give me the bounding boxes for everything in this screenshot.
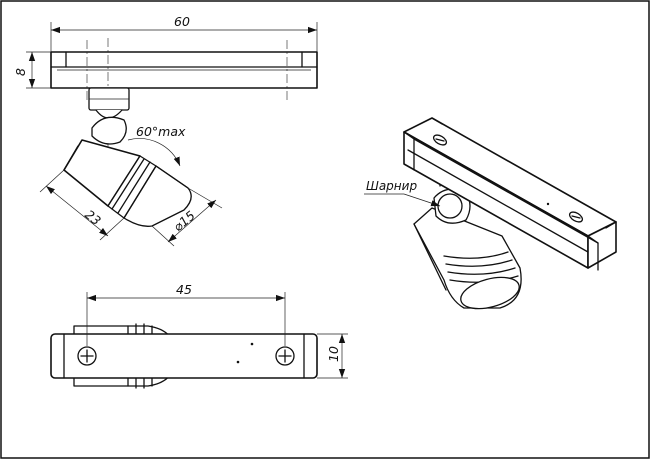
plan-view: 45 10 bbox=[50, 282, 348, 389]
dim-height-10: 10 bbox=[326, 346, 341, 362]
dim-height-8: 8 bbox=[13, 68, 28, 76]
front-view: 60 8 60°max 23 ⌀15 bbox=[13, 14, 318, 247]
isometric-view: Шарнир bbox=[364, 117, 617, 310]
dim-diameter-15: ⌀15 bbox=[170, 208, 198, 235]
dim-width-60: 60 bbox=[174, 14, 190, 29]
dim-length-23: 23 bbox=[82, 207, 104, 229]
dim-rotation: 60°max bbox=[136, 124, 186, 139]
dim-spacing-45: 45 bbox=[176, 282, 192, 297]
label-joint: Шарнир bbox=[366, 179, 417, 193]
